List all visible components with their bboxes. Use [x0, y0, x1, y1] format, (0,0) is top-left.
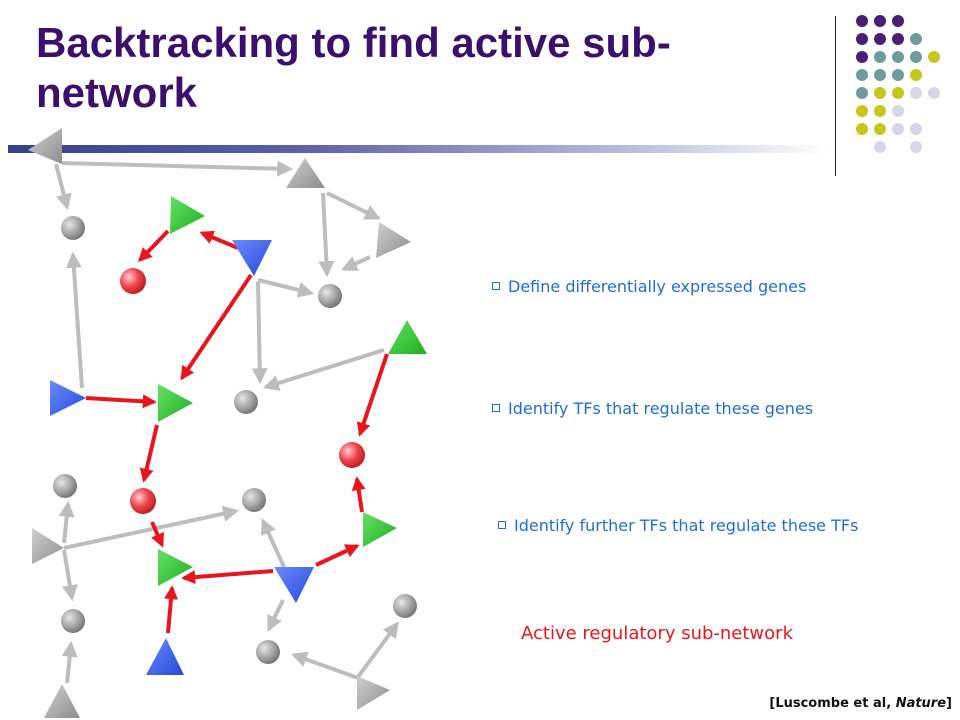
edge [138, 229, 170, 263]
gene-node-active [120, 268, 146, 294]
tf-node-gray [286, 158, 325, 188]
edge [85, 394, 157, 409]
bullet-text: Define differentially expressed genes [508, 277, 807, 296]
active-edges [85, 229, 389, 634]
gene-node-inactive [393, 594, 417, 618]
tf-node-green [363, 512, 397, 547]
edge [164, 585, 178, 634]
edge [199, 230, 239, 250]
slide-title: Backtracking to find active sub-network [36, 19, 671, 116]
edge [251, 281, 268, 385]
edge [65, 251, 84, 389]
bullet-identify-tfs: Identify TFs that regulate these genes [492, 399, 813, 418]
edge [315, 544, 360, 567]
tf-node-gray [28, 128, 62, 164]
edge [54, 163, 72, 211]
edge [62, 549, 78, 602]
gene-node-active [130, 488, 156, 514]
edge [63, 505, 240, 550]
edge [61, 160, 294, 177]
checkbox-bullet-icon [492, 281, 500, 290]
tf-node-gray [44, 684, 80, 718]
edge [290, 651, 359, 680]
tf-node-blue [232, 240, 272, 276]
gene-node-inactive [61, 609, 85, 633]
edge [267, 599, 285, 632]
tf-node-blue [274, 567, 314, 603]
gene-node-active [339, 442, 365, 468]
edge [351, 476, 366, 513]
summary-label: Active regulatory sub-network [521, 623, 793, 644]
tf-node-blue [146, 638, 184, 675]
gene-node-inactive [61, 216, 85, 240]
citation-journal: Nature [895, 696, 947, 711]
edge [257, 278, 315, 298]
edge [150, 521, 164, 548]
decor-divider [835, 16, 836, 176]
edge [341, 255, 371, 271]
nodes [28, 128, 427, 718]
bullet-define-genes: Define differentially expressed genes [492, 277, 806, 296]
edge [356, 353, 389, 437]
edge [356, 621, 399, 679]
edge [261, 518, 286, 568]
edge [139, 424, 159, 483]
citation-suffix: ] [946, 696, 952, 711]
checkbox-bullet-icon [492, 403, 500, 412]
checkbox-bullet-icon [498, 520, 506, 529]
inactive-edges [54, 160, 399, 684]
gene-node-inactive [256, 640, 280, 664]
tf-node-green [388, 320, 427, 354]
edge [318, 192, 335, 278]
bullet-text: Identify TFs that regulate these genes [508, 399, 814, 418]
tf-node-gray [376, 222, 411, 258]
title-underline [8, 145, 828, 153]
tf-node-gray [32, 528, 64, 564]
tf-node-green [158, 549, 193, 586]
citation: [Luscombe et al, Nature] [769, 696, 952, 711]
gene-node-inactive [242, 488, 266, 512]
decor-dot-grid [856, 15, 940, 153]
edge [181, 569, 274, 585]
edge [262, 348, 385, 391]
edge [326, 191, 381, 220]
citation-prefix: [Luscombe et al, [769, 696, 896, 711]
tf-node-gray [357, 676, 390, 710]
edge [180, 273, 253, 381]
decor-dots [856, 15, 940, 153]
bullet-identify-further-tfs: Identify further TFs that regulate these… [498, 516, 858, 535]
tf-node-green [170, 196, 205, 234]
gene-node-inactive [53, 474, 77, 498]
tf-node-green [158, 384, 193, 422]
gene-node-inactive [318, 284, 342, 308]
gene-node-inactive [234, 390, 258, 414]
tf-node-blue [50, 380, 86, 416]
edge [58, 500, 75, 544]
bullet-text: Identify further TFs that regulate these… [514, 516, 859, 535]
edge [61, 640, 78, 684]
